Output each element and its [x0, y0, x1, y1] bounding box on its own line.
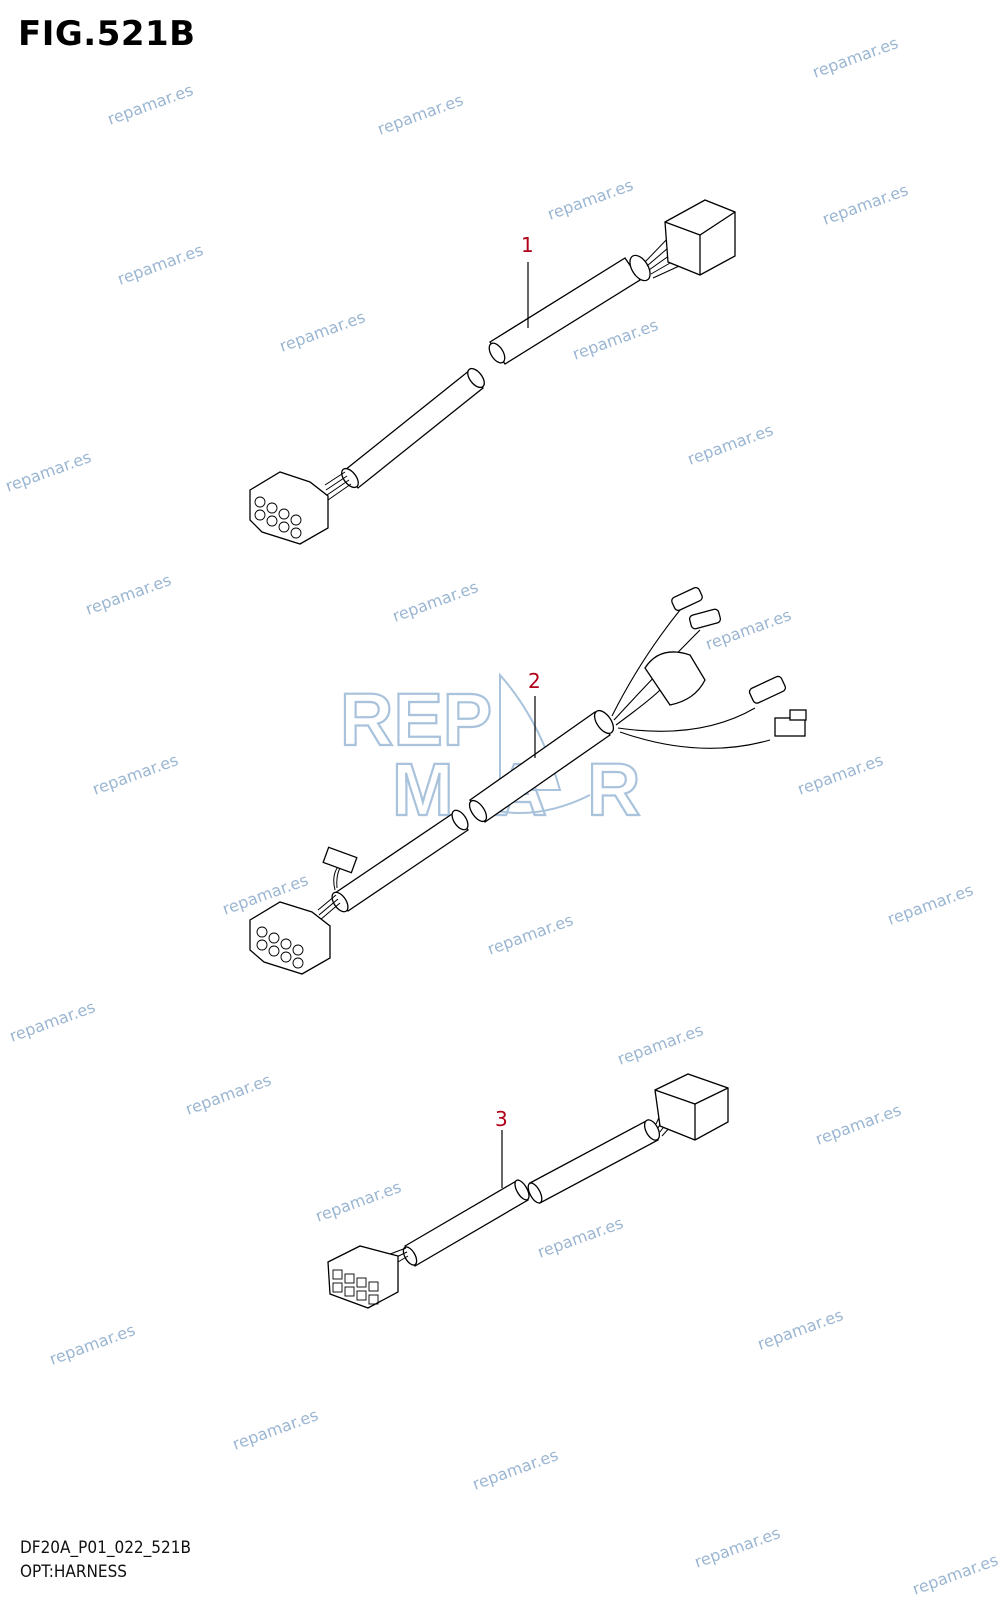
- harness-part-1: [249, 199, 736, 545]
- watermark-text: repamar.es: [105, 80, 196, 129]
- watermark-text: repamar.es: [83, 570, 174, 619]
- watermark-text: repamar.es: [795, 750, 886, 799]
- grommet: [341, 467, 359, 489]
- callout-2: 2: [528, 669, 541, 693]
- harness-part-3: [327, 1073, 729, 1309]
- watermark-text: repamar.es: [545, 175, 636, 224]
- connector-2pin: [322, 846, 358, 874]
- connector-latch: [789, 709, 807, 721]
- grommet: [593, 709, 615, 735]
- watermark-text: repamar.es: [910, 1550, 1000, 1599]
- watermark-text: repamar.es: [570, 315, 661, 364]
- harness-part-2: [249, 586, 807, 975]
- watermark-text: repamar.es: [755, 1305, 846, 1354]
- sail-icon: [499, 672, 562, 791]
- cable-segment: [404, 1179, 529, 1267]
- bullet-plug: [688, 608, 722, 630]
- connector-8pin-male: [327, 1245, 399, 1309]
- grommet: [643, 1119, 661, 1141]
- cable-cut-end: [467, 367, 485, 389]
- watermark-text: repamar.es: [313, 1177, 404, 1226]
- waterproof-connector: [644, 651, 706, 706]
- figure-description: OPT:HARNESS: [20, 1562, 127, 1582]
- watermark-text: repamar.es: [485, 910, 576, 959]
- connector-12pin-male: [249, 901, 331, 975]
- repamar-logo: REP MAR: [339, 672, 642, 832]
- watermark-text: repamar.es: [90, 750, 181, 799]
- watermark-text: repamar.es: [885, 880, 976, 929]
- watermark-text: repamar.es: [115, 240, 206, 289]
- watermark-text: repamar.es: [692, 1523, 783, 1572]
- watermark-text: repamar.es: [390, 577, 481, 626]
- connector-8pin-female: [654, 1073, 729, 1141]
- watermark-text: repamar.es: [47, 1320, 138, 1369]
- callout-1: 1: [521, 233, 534, 257]
- figure-code: DF20A_P01_022_521B: [20, 1538, 191, 1558]
- watermark-text: repamar.es: [470, 1445, 561, 1494]
- watermark-text: repamar.es: [810, 33, 901, 82]
- watermark-text: repamar.es: [375, 90, 466, 139]
- watermark-text: repamar.es: [813, 1100, 904, 1149]
- grommet: [331, 891, 349, 913]
- watermark-text: repamar.es: [685, 420, 776, 469]
- watermark-text: repamar.es: [820, 180, 911, 229]
- watermark-text: repamar.es: [230, 1405, 321, 1454]
- cable-segment: [529, 1119, 659, 1204]
- callout-3: 3: [495, 1107, 508, 1131]
- logo-text-top: REP: [340, 678, 492, 761]
- cable-cut-end: [451, 809, 469, 831]
- watermark-text: repamar.es: [183, 1070, 274, 1119]
- bullet-plug: [748, 675, 787, 704]
- cable-cut-end: [514, 1179, 530, 1201]
- cable-cut-end: [468, 799, 488, 823]
- figure-title: FIG.521B: [18, 14, 196, 54]
- connector-12pin-male: [249, 471, 329, 545]
- watermark-text: repamar.es: [3, 447, 94, 496]
- cable-cut-end: [488, 342, 506, 364]
- connector-2pin: [774, 717, 806, 737]
- bullet-plug: [671, 586, 703, 612]
- cable-segment: [344, 369, 484, 489]
- watermark-text: repamar.es: [7, 997, 98, 1046]
- cable-cut-end: [527, 1182, 543, 1204]
- grommet: [402, 1246, 418, 1266]
- watermark-text: repamar.es: [277, 307, 368, 356]
- watermark-text: repamar.es: [535, 1213, 626, 1262]
- watermark-text: repamar.es: [615, 1020, 706, 1069]
